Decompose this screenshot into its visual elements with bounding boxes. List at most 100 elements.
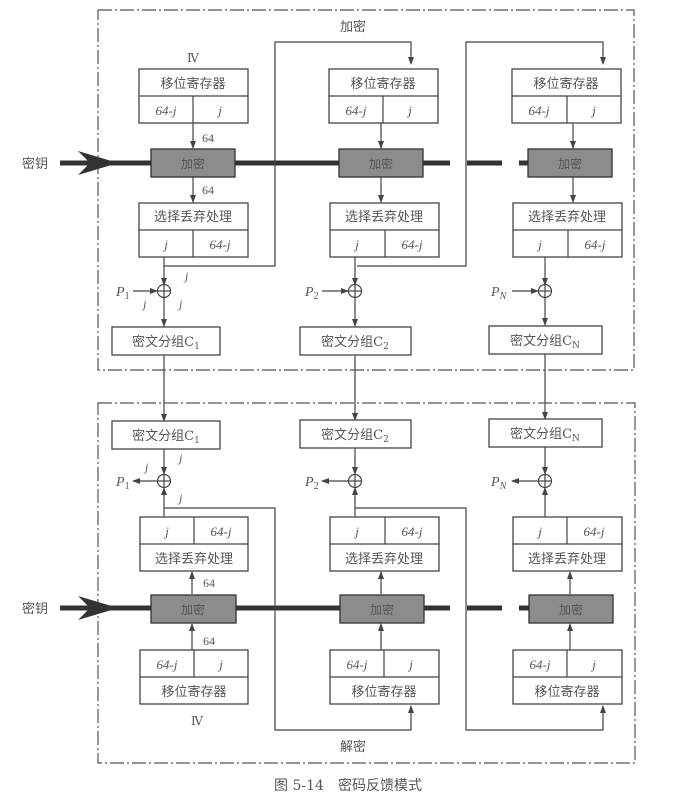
xor-icon <box>347 473 363 489</box>
plaintext-label: P2 <box>304 285 319 302</box>
bits-64-minus-j: 64-j <box>347 657 368 672</box>
bits-64-minus-j: 64-j <box>211 524 232 539</box>
dec-stage-1: 密文分组C1 j j P1 j j 64-j 选择丢弃处理 64 <box>111 420 249 728</box>
decryption-section-label: 解密 <box>340 739 366 755</box>
bits-j: j <box>406 103 412 118</box>
encrypt-block <box>528 594 614 624</box>
shift-register: 64-j j 移位寄存器 <box>512 649 623 705</box>
xor-icon <box>156 283 172 299</box>
bits-64-minus-j: 64-j <box>157 657 178 672</box>
bits-j: j <box>216 103 222 118</box>
enc-stage-n: 移位寄存器 64-j j 加密 选择丢弃处理 j 64-j P <box>488 68 623 355</box>
plaintext-label: P1 <box>115 285 130 302</box>
bits-j: j <box>590 103 596 118</box>
ciphertext-block <box>488 325 603 355</box>
dec-stage-n: 密文分组CN PN j 64-j 选择丢弃处理 加密 <box>488 418 623 705</box>
plaintext-label: P1 <box>115 475 130 492</box>
bits-64-minus-j: 64-j <box>210 237 231 252</box>
bits-j: j <box>143 460 149 474</box>
bits-j: j <box>590 657 596 672</box>
encrypt-block-label: 加密 <box>370 602 394 617</box>
xor-icon <box>156 473 172 489</box>
ciphertext-block <box>299 419 412 449</box>
ciphertext-block <box>111 420 221 450</box>
encrypt-block <box>150 594 237 624</box>
feedback-line-2-3 <box>357 41 606 267</box>
bits-j: j <box>536 237 542 252</box>
encryption-section-label: 加密 <box>340 19 366 35</box>
plaintext-label: P2 <box>304 475 319 492</box>
bits-64-minus-j: 64-j <box>156 103 177 118</box>
select-discard-label: 选择丢弃处理 <box>528 552 606 567</box>
bits-j: j <box>217 657 223 672</box>
xor-icon <box>537 283 553 299</box>
bits-j: j <box>163 524 169 539</box>
bits-64-label: 64 <box>202 183 214 197</box>
bits-64-minus-j: 64-j <box>585 237 606 252</box>
encryption-dashed-border <box>97 9 635 371</box>
encrypt-block <box>338 148 424 178</box>
select-discard-label: 选择丢弃处理 <box>154 210 232 225</box>
plaintext-label: PN <box>490 475 508 492</box>
key-label-bottom: 密钥 <box>22 601 48 617</box>
bits-j: j <box>536 524 542 539</box>
key-arrow-icon-bottom <box>60 596 118 620</box>
plaintext-label: PN <box>490 285 508 302</box>
encrypt-block-label: 加密 <box>181 156 205 171</box>
ciphertext-label: 密文分组C1 <box>132 334 200 352</box>
select-discard-label: 选择丢弃处理 <box>345 552 423 567</box>
select-discard: 选择丢弃处理 j 64-j <box>512 202 623 258</box>
encrypt-block-label: 加密 <box>558 156 582 171</box>
bits-j: j <box>177 491 183 505</box>
shift-register-label: 移位寄存器 <box>350 76 415 92</box>
bits-j: j <box>177 451 183 465</box>
ciphertext-label: 密文分组C2 <box>321 334 389 352</box>
ciphertext-label: 密文分组C2 <box>321 427 389 445</box>
shift-register: 移位寄存器 64-j j <box>511 68 622 124</box>
key-arrow-icon-top <box>60 151 118 175</box>
encryption-section: 加密 Ⅳ 密钥 移位寄存器 64-j j <box>22 9 635 371</box>
decryption-section: 解密 密钥 密文分组C1 j j <box>22 402 636 764</box>
bits-j: j <box>183 269 189 283</box>
encrypt-block-label: 加密 <box>181 602 205 617</box>
bits-64-label: 64 <box>203 634 215 648</box>
select-discard-label: 选择丢弃处理 <box>345 210 423 225</box>
feedback-line-2-3 <box>355 507 606 731</box>
xor-icon <box>537 473 553 489</box>
bits-64-minus-j: 64-j <box>402 524 423 539</box>
bits-j: j <box>353 237 359 252</box>
iv-label-top: Ⅳ <box>187 51 200 65</box>
bits-j: j <box>353 524 359 539</box>
shift-register: 移位寄存器 64-j j <box>328 68 439 124</box>
ciphertext-label: 密文分组CN <box>510 333 580 351</box>
bits-64-minus-j: 64-j <box>584 524 605 539</box>
ciphertext-label: 密文分组CN <box>510 426 580 444</box>
bits-64-minus-j: 64-j <box>529 103 550 118</box>
feedback-line-1-2 <box>164 507 414 731</box>
shift-register-label: 移位寄存器 <box>533 76 598 92</box>
ciphertext-label: 密文分组C1 <box>132 428 200 446</box>
encrypt-block-label: 加密 <box>559 602 583 617</box>
shift-register-label: 移位寄存器 <box>534 684 599 700</box>
ciphertext-block <box>111 326 221 356</box>
select-discard: j 64-j 选择丢弃处理 <box>139 516 249 572</box>
bits-j: j <box>162 237 168 252</box>
enc-stage-2: 移位寄存器 64-j j 加密 选择丢弃处理 j 64-j P <box>299 68 440 356</box>
enc-stage-1: 移位寄存器 64-j j 64 加密 64 选择丢弃处理 j 64-j j <box>111 68 249 356</box>
bits-64-label: 64 <box>203 576 215 590</box>
key-label-top: 密钥 <box>22 156 48 172</box>
iv-label-bottom: Ⅳ <box>191 714 204 728</box>
figure-caption: 图 5-14 密码反馈模式 <box>274 777 422 794</box>
select-discard: j 64-j 选择丢弃处理 <box>329 516 440 572</box>
encrypt-block <box>150 148 236 178</box>
bits-64-minus-j: 64-j <box>346 103 367 118</box>
select-discard: j 64-j 选择丢弃处理 <box>512 516 623 572</box>
encrypt-block <box>527 148 613 178</box>
shift-register: 64-j j 移位寄存器 <box>329 649 440 705</box>
bits-j: j <box>407 657 413 672</box>
bits-64-minus-j: 64-j <box>530 657 551 672</box>
dec-stage-2: 密文分组C2 P2 j 64-j 选择丢弃处理 加密 <box>299 419 440 705</box>
feedback-line-1-2 <box>164 41 414 267</box>
select-discard: 选择丢弃处理 j 64-j <box>138 202 249 258</box>
